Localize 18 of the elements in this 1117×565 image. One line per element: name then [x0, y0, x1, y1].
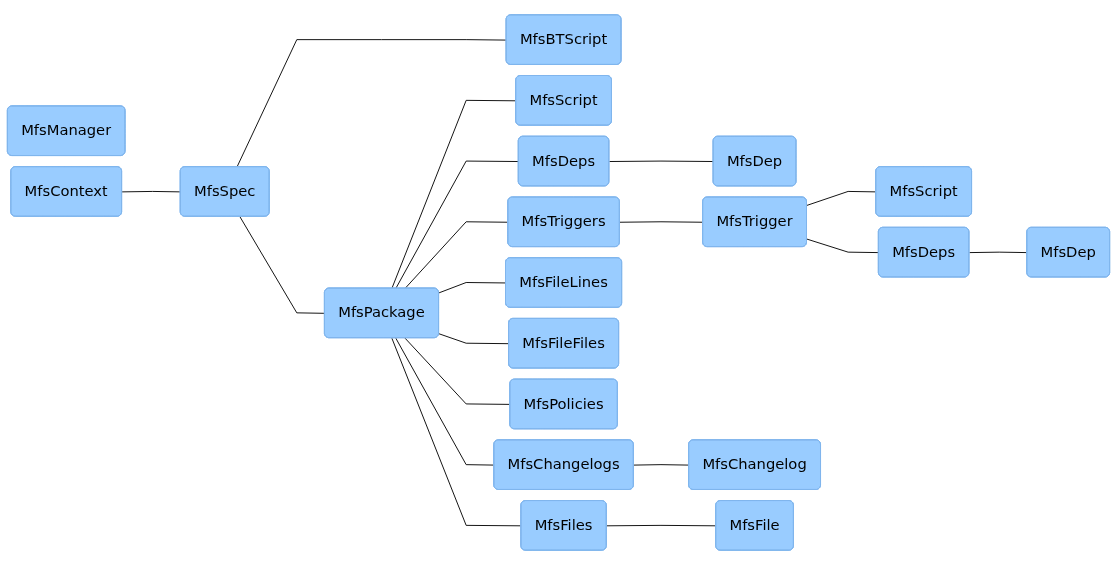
connector	[239, 216, 326, 314]
connector	[404, 337, 511, 405]
connector	[121, 190, 182, 193]
connector	[806, 238, 880, 254]
connector	[391, 337, 522, 527]
connector	[806, 190, 877, 206]
connector	[236, 39, 508, 168]
connector	[404, 221, 509, 289]
connector	[438, 282, 507, 294]
connector	[606, 524, 717, 527]
connector	[395, 160, 520, 289]
connector	[391, 99, 517, 289]
connector	[619, 221, 704, 223]
connector	[633, 464, 690, 466]
connector	[968, 251, 1028, 254]
connector	[438, 333, 510, 345]
connector	[608, 160, 715, 162]
connector	[395, 337, 495, 466]
